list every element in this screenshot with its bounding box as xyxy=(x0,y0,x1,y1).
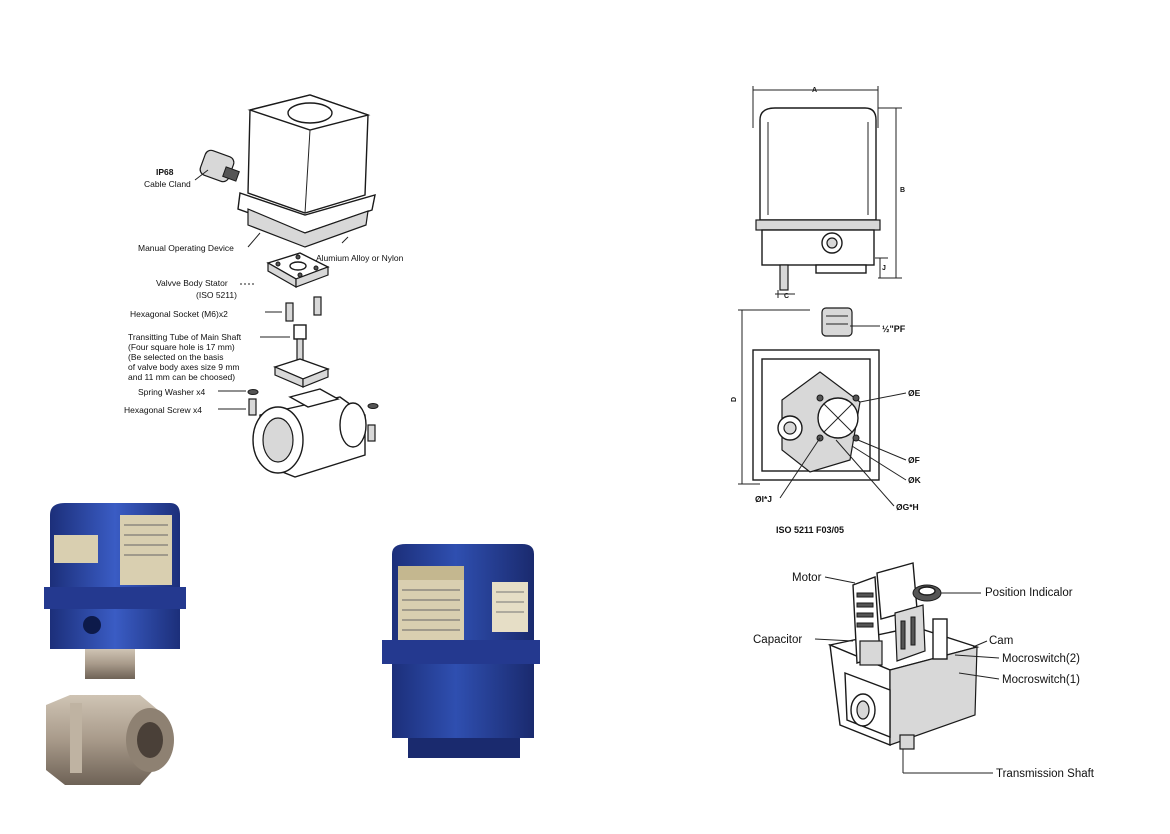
internal-view-drawing: Motor Position Indicalor Capacitor Cam M… xyxy=(753,562,1095,780)
top-view-drawing xyxy=(738,307,907,507)
actuator-valve-illustration xyxy=(44,503,186,785)
photo-actuator xyxy=(378,540,543,765)
dim-label-a: A xyxy=(812,87,817,94)
label-spring-washer: Spring Washer x4 xyxy=(138,387,206,397)
dim-label-c: C xyxy=(784,293,789,300)
position-indicator-drawing xyxy=(912,584,948,660)
label-valve-body-stator: Valvve Body Stator xyxy=(156,278,228,288)
label-tube-line-3: (Be selected on the basis xyxy=(128,352,223,362)
label-tube-line-2: (Four square hole is 17 mm) xyxy=(128,342,235,352)
dim-label-k: ØK xyxy=(908,475,922,485)
dim-label-b: B xyxy=(900,187,905,194)
label-position-indicator: Position Indicalor xyxy=(985,587,1073,599)
dimension-drawing-svg: A B J C xyxy=(731,86,922,535)
label-hex-screw: Hexagonal Screw x4 xyxy=(124,405,202,415)
label-hex-socket: Hexagonal Socket (M6)x2 xyxy=(130,309,228,319)
dim-label-pf: ½"PF xyxy=(882,324,906,334)
dim-label-e: ØE xyxy=(908,388,921,398)
label-microswitch-2: Mocroswitch(2) xyxy=(1002,653,1080,665)
label-tube-line-1: Transitting Tube of Main Shaft xyxy=(128,332,242,342)
label-manual-operating-device: Manual Operating Device xyxy=(138,243,234,253)
dim-label-f: ØF xyxy=(908,455,920,465)
label-ip68: IP68 xyxy=(156,167,174,177)
label-motor: Motor xyxy=(792,572,822,584)
dim-caption: ISO 5211 F03/05 xyxy=(776,525,844,535)
photo-actuator-with-valve xyxy=(40,495,190,795)
label-tube-line-4: of valve body axes size 9 mm xyxy=(128,362,240,372)
actuator-illustration xyxy=(382,544,540,758)
stator-plate-drawing xyxy=(266,252,330,289)
label-iso-5211: (ISO 5211) xyxy=(196,290,237,300)
label-microswitch-1: Mocroswitch(1) xyxy=(1002,674,1080,686)
label-cam: Cam xyxy=(989,635,1013,647)
dim-label-gh: ØG*H xyxy=(896,502,919,512)
exploded-view: IP68 Cable Cland Manual Operating Device… xyxy=(110,85,440,495)
label-transmission-shaft: Transmission Shaft xyxy=(996,768,1095,780)
actuator-housing-drawing xyxy=(237,94,376,248)
dim-label-ij: ØI*J xyxy=(755,494,772,504)
dim-label-j: J xyxy=(882,265,886,272)
washer-screw-drawing xyxy=(247,389,379,442)
label-cable-gland: Cable Cland xyxy=(144,179,191,189)
label-housing-material: Alumium Alloy or Nylon xyxy=(316,253,404,263)
shaft-tube-drawing xyxy=(273,324,330,388)
label-tube-line-5: and 11 mm can be choosed) xyxy=(128,372,235,382)
pcb-motor-drawing xyxy=(852,562,926,666)
dimension-drawing: A B J C xyxy=(720,80,960,540)
cable-gland-drawing xyxy=(199,149,240,183)
hex-socket-drawing xyxy=(285,296,322,322)
valve-body-drawing xyxy=(252,388,367,478)
dim-label-d: D xyxy=(731,397,738,402)
label-capacitor: Capacitor xyxy=(753,634,802,646)
side-view-drawing xyxy=(752,86,902,298)
exploded-view-drawing: IP68 Cable Cland Manual Operating Device… xyxy=(124,94,404,478)
internal-view: Motor Position Indicalor Capacitor Cam M… xyxy=(745,555,1125,795)
